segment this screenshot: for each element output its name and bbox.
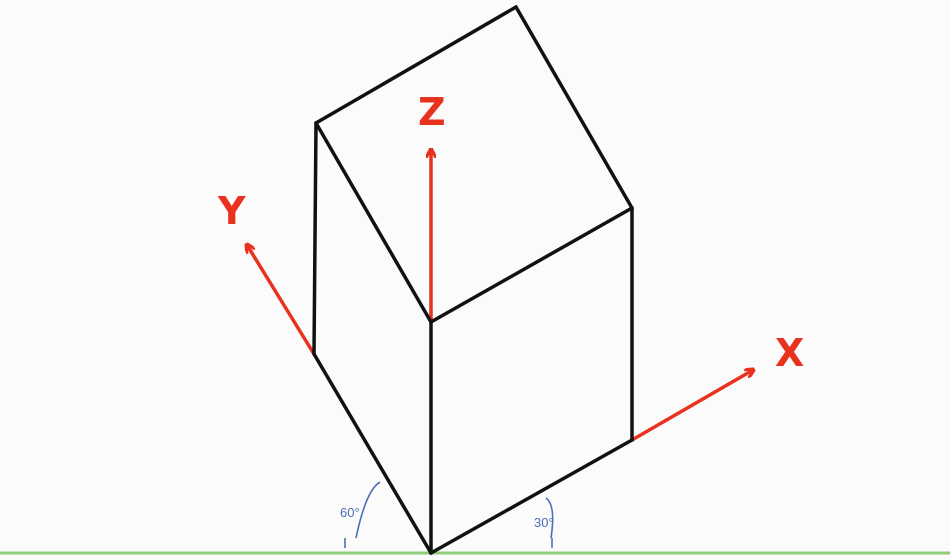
box-edge-top-back-left [314, 5, 518, 125]
angle-arc-left [355, 481, 381, 539]
y-axis-arrow [247, 245, 316, 356]
box-edge-bottom-left [312, 352, 433, 555]
angle-label-left: 60° [340, 505, 360, 520]
box-edge-top-front-right [429, 206, 634, 324]
box-edge-bottom-right [429, 438, 634, 555]
y-axis-label: Y [217, 189, 246, 233]
x-axis-label: X [775, 331, 804, 375]
x-axis-arrow [630, 370, 753, 442]
angle-label-right: 30° [534, 515, 554, 530]
z-axis-label: Z [418, 90, 446, 134]
box-edge-vertical-left [312, 121, 318, 356]
box-edge-top-back-right [514, 5, 634, 210]
angle-arc-right [545, 497, 554, 539]
box-edge-top-front-left [314, 121, 433, 324]
